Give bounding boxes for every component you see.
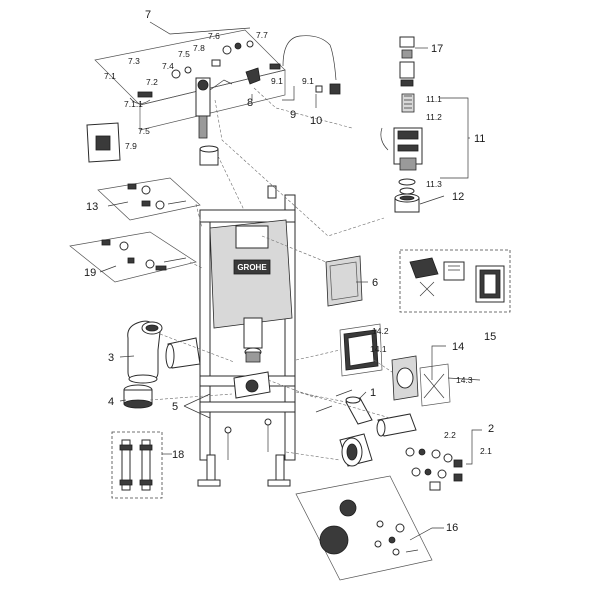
label-7-1: 7.1 xyxy=(104,71,116,81)
label-18: 18 xyxy=(172,449,184,461)
label-2: 2 xyxy=(488,423,494,435)
label-7-9: 7.9 xyxy=(125,141,137,151)
part-9-hose xyxy=(269,35,341,95)
label-7-7: 7.7 xyxy=(256,30,268,40)
label-11-2: 11.2 xyxy=(426,112,442,122)
label-11-3: 11.3 xyxy=(426,179,442,189)
label-6: 6 xyxy=(372,277,378,289)
label-15: 15 xyxy=(484,331,496,343)
label-19: 19 xyxy=(84,267,96,279)
label-7-5: 7.5 xyxy=(138,126,150,136)
label-14: 14 xyxy=(452,341,464,353)
label-9-1a: 9.1 xyxy=(271,76,283,86)
group-5-frame-cistern: GROHE xyxy=(197,185,296,487)
group-13-fixings xyxy=(97,177,201,221)
label-7-4: 7.4 xyxy=(162,61,174,71)
group-18-wall-brackets xyxy=(111,431,163,499)
label-8: 8 xyxy=(247,97,253,109)
label-1: 1 xyxy=(370,387,376,399)
label-17: 17 xyxy=(431,43,443,55)
label-7-2: 7.2 xyxy=(146,77,158,87)
callout-labels: 7 7.7 7.6 7.8 7.5 7.3 7.4 7.1 7.2 7.1.1 … xyxy=(84,9,496,534)
brand-logo: GROHE xyxy=(237,263,267,272)
label-5: 5 xyxy=(172,401,178,413)
group-7-fill-valve xyxy=(94,29,286,139)
frame-anchor-bolts xyxy=(224,418,272,460)
label-7-3: 7.3 xyxy=(128,56,140,66)
label-7-8: 7.8 xyxy=(193,43,205,53)
label-2-1: 2.1 xyxy=(480,446,492,456)
part-7-5-filter xyxy=(199,145,219,166)
label-11: 11 xyxy=(474,133,485,145)
group-2-drain-connections xyxy=(315,389,463,491)
group-16-sound-insulation xyxy=(295,475,433,581)
part-4-connection-sleeve xyxy=(123,384,153,409)
label-12: 12 xyxy=(452,191,464,203)
label-3: 3 xyxy=(108,352,114,364)
label-14-1: 14.1 xyxy=(370,344,387,354)
label-7-6: 7.6 xyxy=(208,31,220,41)
label-7-5b: 7.5 xyxy=(178,49,190,59)
group-15-accessory xyxy=(399,249,511,313)
group-17-11-12-flush-valve xyxy=(380,36,423,213)
label-14-2: 14.2 xyxy=(372,326,389,336)
part-7-9-instruction-card xyxy=(86,122,121,163)
group-14-flush-plate xyxy=(339,323,451,407)
label-14-3: 14.3 xyxy=(456,375,473,385)
label-16: 16 xyxy=(446,522,458,534)
part-6-cover-frame xyxy=(325,255,363,307)
label-13: 13 xyxy=(86,201,98,213)
label-9: 9 xyxy=(290,109,296,121)
label-2-2: 2.2 xyxy=(444,430,456,440)
part-3-bend-pipe xyxy=(127,320,201,384)
group-19-fixings xyxy=(69,231,197,283)
callout-leader-lines xyxy=(99,21,482,541)
label-7: 7 xyxy=(145,9,151,21)
assembly-guide-lines xyxy=(149,87,393,461)
label-11-1: 11.1 xyxy=(426,94,442,104)
label-10: 10 xyxy=(310,115,322,127)
label-4: 4 xyxy=(108,396,114,408)
label-9-1b: 9.1 xyxy=(302,76,314,86)
label-7-1-1: 7.1.1 xyxy=(124,99,143,109)
